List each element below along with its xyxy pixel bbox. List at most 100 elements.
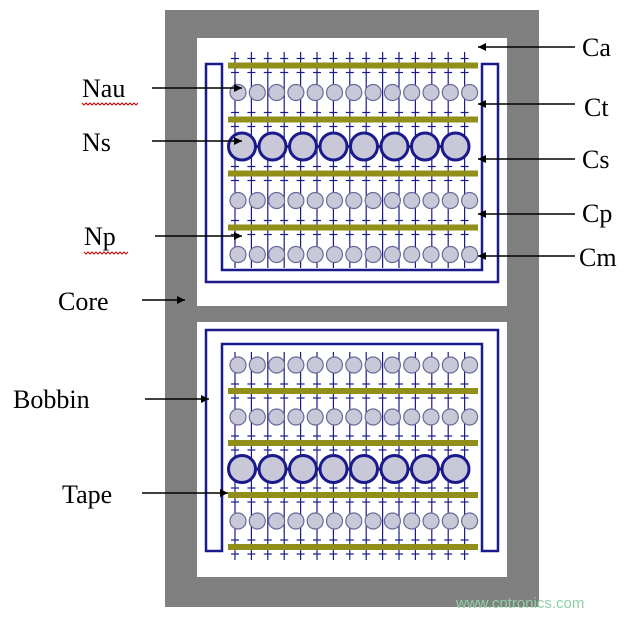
- top-small-wire: [383, 83, 401, 102]
- bottom-large-wire: [440, 454, 471, 484]
- top-large-wire: [440, 131, 471, 162]
- top-large-wire: [318, 131, 349, 162]
- label-cm: Cm: [579, 243, 617, 272]
- top-tape-layer: [228, 62, 478, 69]
- top-small-wire: [364, 83, 382, 102]
- bottom-small-wire: [268, 512, 286, 530]
- label-ca: Ca: [582, 33, 611, 62]
- bottom-small-wire: [461, 356, 479, 374]
- top-large-wire: [227, 131, 257, 162]
- bottom-tape-layer: [228, 440, 478, 446]
- top-large-wire: [410, 131, 440, 162]
- bottom-small-wire: [306, 356, 324, 374]
- arrow-core-head: [177, 296, 185, 304]
- top-small-wire: [441, 245, 459, 264]
- top-small-wire: [248, 83, 266, 102]
- top-small-wire: [383, 191, 401, 210]
- top-small-wire: [383, 245, 401, 264]
- arrow-tape-head: [220, 489, 228, 497]
- arrow-ct-head: [478, 100, 486, 108]
- bottom-large-wire: [379, 454, 410, 484]
- arrow-np-head: [234, 232, 242, 240]
- arrow-bobbin-head: [201, 395, 209, 403]
- top-small-wire: [287, 83, 305, 102]
- top-small-wire: [364, 245, 382, 264]
- top-small-wire: [306, 191, 324, 210]
- label-ct: Ct: [584, 93, 609, 122]
- top-small-wire: [325, 191, 344, 210]
- top-small-wire: [422, 245, 440, 264]
- bottom-small-wire: [248, 512, 266, 530]
- top-small-wire: [422, 83, 440, 102]
- bottom-small-wire: [403, 356, 421, 374]
- bottom-small-wire: [345, 408, 363, 426]
- top-small-wire: [403, 83, 421, 102]
- bottom-small-wire: [325, 356, 344, 374]
- bottom-small-wire: [364, 512, 382, 530]
- bottom-small-wire: [441, 356, 459, 374]
- top-small-wire: [461, 245, 479, 264]
- bottom-small-wire: [364, 408, 382, 426]
- arrow-ns-head: [234, 137, 242, 145]
- bottom-large-wire: [318, 454, 349, 484]
- top-large-wire: [379, 131, 410, 162]
- label-core: Core: [58, 287, 109, 316]
- bottom-small-wire: [248, 356, 266, 374]
- bottom-small-wire: [383, 356, 401, 374]
- bobbins: [204, 62, 500, 553]
- arrow-ca-head: [478, 43, 486, 51]
- top-small-wire: [422, 191, 440, 210]
- top-small-wire: [441, 83, 459, 102]
- bottom-small-wire: [287, 356, 305, 374]
- top-winding-group: [227, 52, 479, 268]
- bottom-large-wire: [227, 454, 257, 484]
- bottom-small-wire: [383, 512, 401, 530]
- bottom-small-wire: [248, 408, 266, 426]
- label-nau: Nau: [82, 74, 125, 103]
- top-bobbin: [204, 62, 500, 284]
- top-large-wire: [288, 131, 318, 162]
- top-small-wire: [345, 83, 363, 102]
- label-bobbin: Bobbin: [13, 385, 90, 414]
- top-small-wire: [248, 191, 266, 210]
- label-np: Np: [84, 222, 116, 251]
- bottom-small-wire: [345, 512, 363, 530]
- bottom-small-wire: [229, 408, 247, 426]
- top-small-wire: [306, 245, 324, 264]
- bottom-small-wire: [383, 408, 401, 426]
- top-small-wire: [306, 83, 324, 102]
- bottom-small-wire: [306, 408, 324, 426]
- bottom-tape-layer: [228, 492, 478, 498]
- bottom-small-wire: [287, 408, 305, 426]
- underline-np: [83, 251, 129, 255]
- bottom-small-wire: [229, 512, 247, 530]
- top-tape-layer: [228, 116, 478, 123]
- label-cp: Cp: [582, 199, 612, 228]
- bottom-small-wire: [325, 408, 344, 426]
- bottom-large-wire: [410, 454, 440, 484]
- bottom-small-wire: [403, 408, 421, 426]
- bottom-tape-layer: [228, 388, 478, 394]
- top-small-wire: [345, 191, 363, 210]
- bottom-small-wire: [441, 512, 459, 530]
- top-small-wire: [325, 245, 344, 264]
- bottom-small-wire: [422, 356, 440, 374]
- bottom-bobbin: [204, 328, 500, 553]
- bottom-small-wire: [364, 356, 382, 374]
- watermark: www.cntronics.com: [455, 595, 584, 612]
- label-ns: Ns: [82, 128, 111, 157]
- top-small-wire: [461, 83, 479, 102]
- bottom-winding-group: [227, 352, 479, 560]
- arrow-cm-head: [478, 252, 486, 260]
- bottom-small-wire: [441, 408, 459, 426]
- top-small-wire: [364, 191, 382, 210]
- bottom-small-wire: [461, 512, 479, 530]
- top-tape-layer: [228, 224, 478, 231]
- arrows: [142, 43, 575, 497]
- bottom-large-wire: [288, 454, 318, 484]
- bottom-small-wire: [268, 408, 286, 426]
- top-large-wire: [257, 131, 288, 162]
- top-tape-layer: [228, 170, 478, 177]
